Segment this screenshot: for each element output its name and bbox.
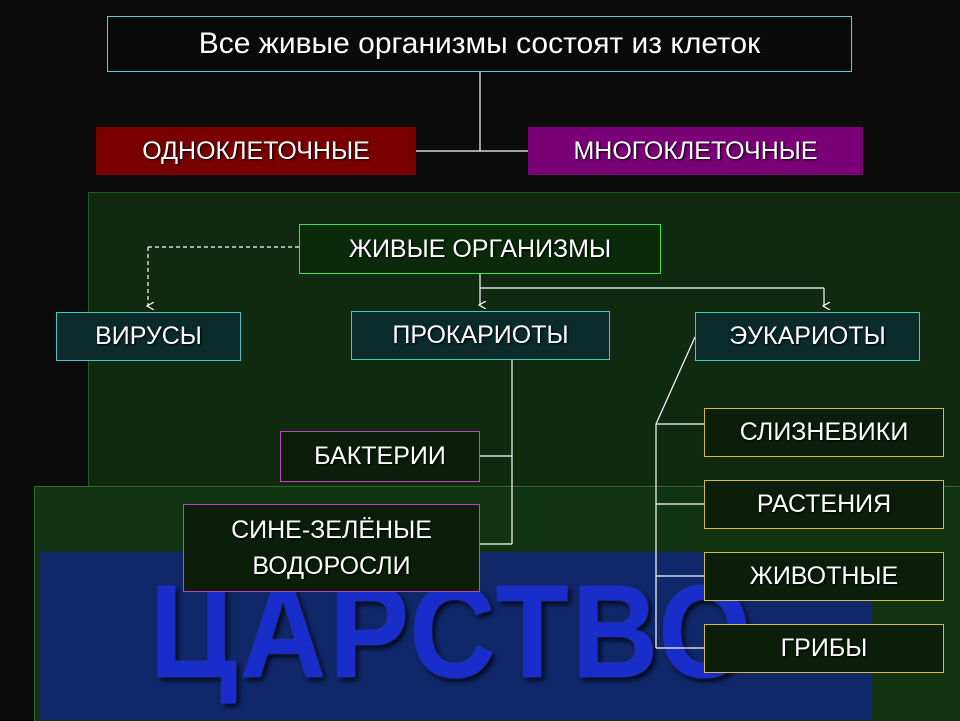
plants-box: РАСТЕНИЯ — [704, 480, 944, 529]
fungi-box: ГРИБЫ — [704, 624, 944, 673]
bacteria-box: БАКТЕРИИ — [280, 431, 480, 482]
slime-molds-box: СЛИЗНЕВИКИ — [704, 408, 944, 457]
prokaryotes-box: ПРОКАРИОТЫ — [351, 311, 610, 360]
animals-box: ЖИВОТНЫЕ — [704, 552, 944, 601]
connector-euk-diag — [655, 336, 696, 425]
living-organisms-box: ЖИВЫЕ ОРГАНИЗМЫ — [299, 224, 661, 274]
title-box: Все живые организмы состоят из клеток — [107, 16, 852, 72]
unicellular-box: ОДНОКЛЕТОЧНЫЕ — [96, 127, 416, 175]
eukaryotes-box: ЭУКАРИОТЫ — [695, 312, 920, 361]
cyanobacteria-line2: ВОДОРОСЛИ — [252, 552, 411, 580]
cyanobacteria-box: СИНЕ-ЗЕЛЁНЫЕ ВОДОРОСЛИ — [183, 504, 480, 592]
cyanobacteria-line1: СИНЕ-ЗЕЛЁНЫЕ — [231, 515, 432, 544]
multicellular-box: МНОГОКЛЕТОЧНЫЕ — [528, 127, 863, 175]
viruses-box: ВИРУСЫ — [56, 312, 241, 361]
